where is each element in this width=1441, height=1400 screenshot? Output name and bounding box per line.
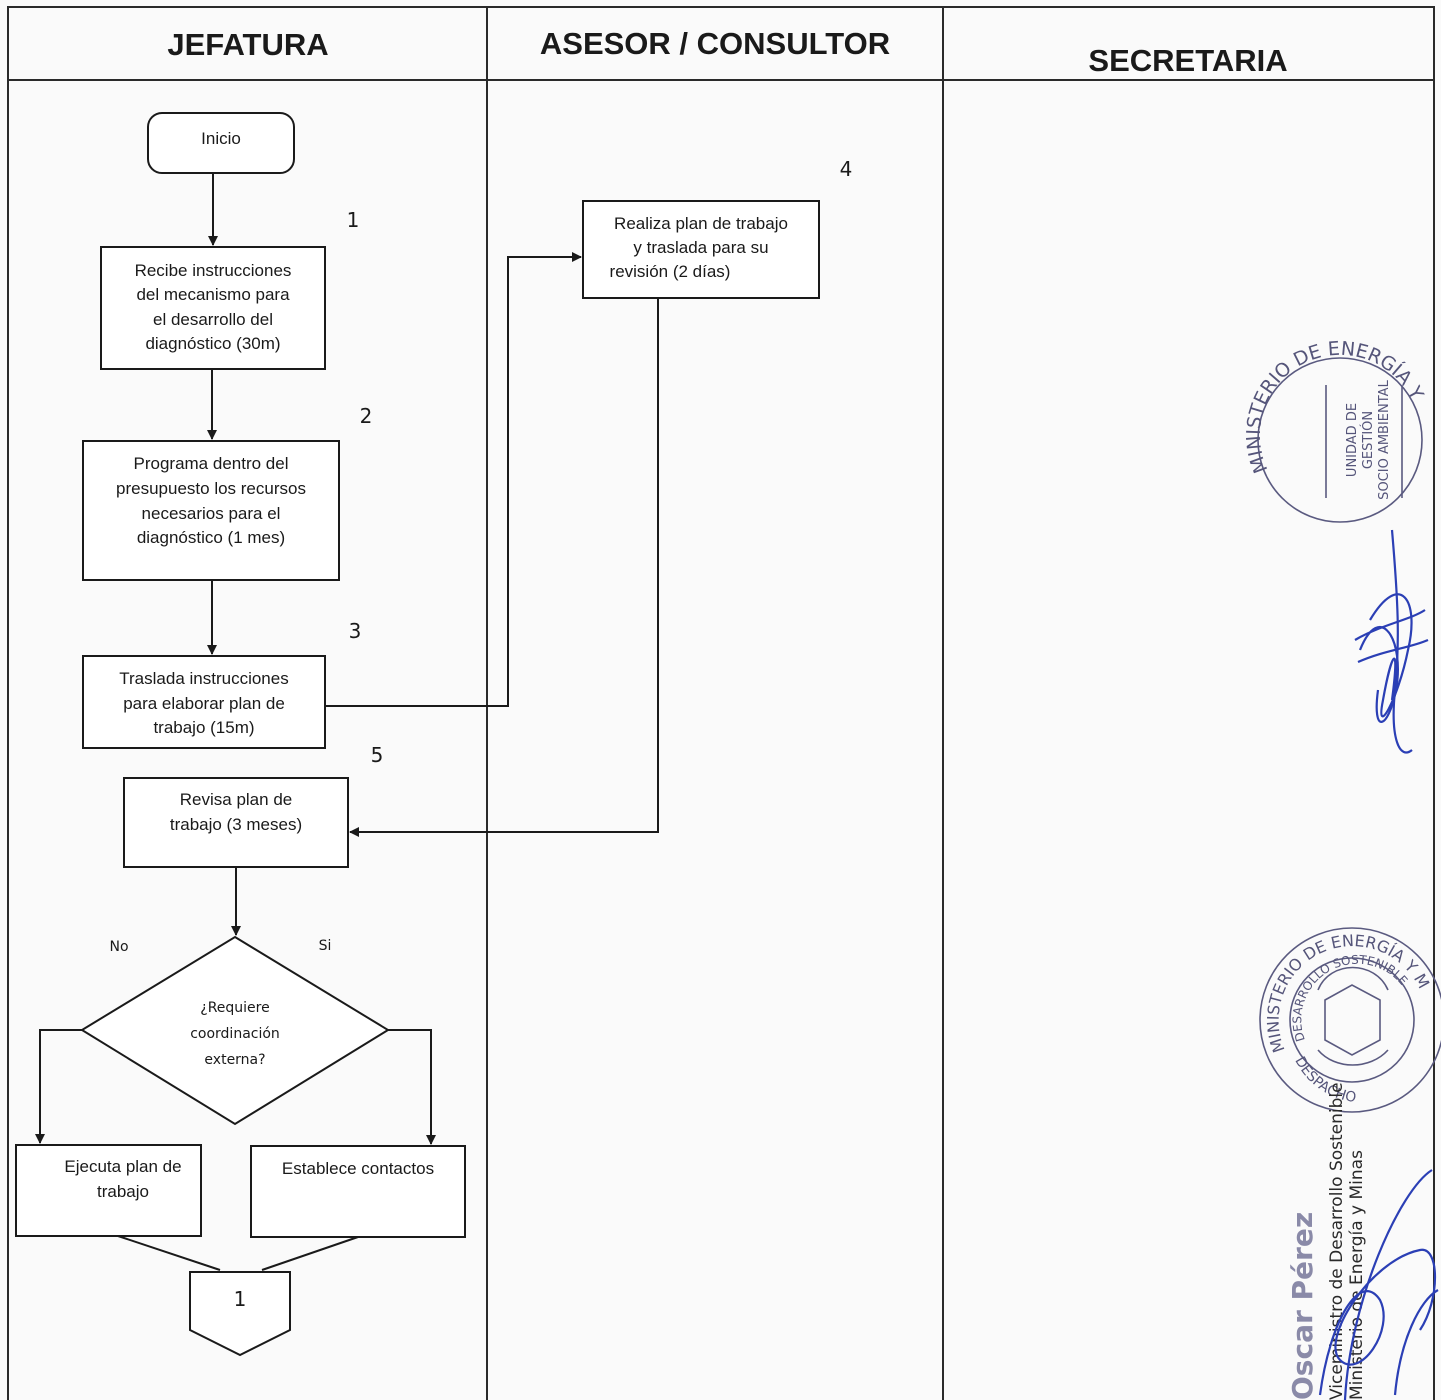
revisa-line-1: Revisa plan de bbox=[180, 790, 292, 809]
traslada-line-1: Traslada instrucciones bbox=[119, 669, 288, 688]
start-label: Inicio bbox=[201, 129, 241, 148]
connector-label: 1 bbox=[234, 1287, 247, 1311]
realiza-line-2: y traslada para su bbox=[633, 238, 768, 257]
ejecuta-line-1: Ejecuta plan de bbox=[64, 1157, 181, 1176]
line-ejecuta-to-connector bbox=[117, 1235, 221, 1271]
stamp-vice-ring-bottom: DESPACHO bbox=[1291, 1054, 1357, 1106]
stamp-unidad-center-2: GESTIÓN bbox=[1360, 411, 1376, 469]
process-programa-presupuesto: Programa dentro del presupuesto los recu… bbox=[82, 440, 340, 581]
step-number-3: 3 bbox=[349, 619, 362, 643]
process-traslada-instrucciones: Traslada instrucciones para elaborar pla… bbox=[82, 655, 326, 749]
handwritten-signature bbox=[1318, 1169, 1439, 1400]
lane-header-secretaria: SECRETARIA bbox=[1088, 43, 1287, 78]
stamp-unidad-center-3: SOCIO AMBIENTAL bbox=[1377, 379, 1392, 499]
decision-line-2: coordinación bbox=[190, 1026, 280, 1042]
start-node: Inicio bbox=[147, 112, 295, 174]
arrow-decision-no bbox=[35, 1029, 82, 1144]
traslada-line-3: trabajo (15m) bbox=[153, 718, 254, 737]
decision-line-1: ¿Requiere bbox=[200, 1000, 269, 1016]
recibe-line-4: diagnóstico (30m) bbox=[145, 334, 280, 353]
swimlane-grid bbox=[7, 6, 1435, 1400]
programa-line-1: Programa dentro del bbox=[134, 454, 289, 473]
decision-coordinacion-externa: ¿Requiere coordinación externa? bbox=[80, 935, 390, 1126]
lane-header-asesor: ASESOR / CONSULTOR bbox=[540, 26, 890, 61]
step-number-4: 4 bbox=[840, 157, 853, 181]
programa-line-2: presupuesto los recursos bbox=[116, 479, 306, 498]
realiza-line-3: revisión (2 días) bbox=[610, 262, 731, 281]
offpage-connector: 1 bbox=[189, 1271, 291, 1357]
process-recibe-instrucciones: Recibe instrucciones del mecanismo para … bbox=[100, 246, 326, 370]
process-ejecuta-plan: Ejecuta plan de trabajo bbox=[15, 1144, 202, 1237]
programa-line-3: necesarios para el bbox=[142, 504, 281, 523]
recibe-line-2: del mecanismo para bbox=[136, 285, 290, 304]
step-number-2: 2 bbox=[360, 404, 373, 428]
stamp-vice-ring-inner: DESARROLLO SOSTENIBLE bbox=[1290, 953, 1410, 1044]
lane-header-jefatura: JEFATURA bbox=[167, 27, 328, 62]
process-revisa-plan: Revisa plan de trabajo (3 meses) bbox=[123, 777, 349, 868]
step-number-1: 1 bbox=[347, 208, 360, 232]
arrow-traslada-to-realiza bbox=[325, 252, 582, 707]
handwritten-initials-signature bbox=[1354, 529, 1429, 754]
stamp-unidad-center-1: UNIDAD DE bbox=[1345, 403, 1360, 477]
arrow-decision-si bbox=[388, 1029, 436, 1145]
line-establece-to-connector bbox=[261, 1236, 359, 1271]
signature-block: Oscar Pérez Viceministro de Desarrollo S… bbox=[1286, 1082, 1367, 1400]
traslada-line-2: para elaborar plan de bbox=[123, 694, 285, 713]
establece-label: Establece contactos bbox=[282, 1159, 434, 1178]
revisa-line-2: trabajo (3 meses) bbox=[170, 815, 302, 834]
step-number-5: 5 bbox=[371, 743, 384, 767]
signature-name: Oscar Pérez bbox=[1286, 1212, 1319, 1400]
recibe-line-1: Recibe instrucciones bbox=[135, 261, 292, 280]
ejecuta-line-2: trabajo bbox=[97, 1182, 149, 1201]
arrow-realiza-to-revisa bbox=[349, 298, 659, 837]
decision-line-3: externa? bbox=[204, 1052, 265, 1068]
process-realiza-plan: Realiza plan de trabajo y traslada para … bbox=[582, 200, 820, 299]
process-establece-contactos: Establece contactos bbox=[250, 1145, 466, 1238]
realiza-line-1: Realiza plan de trabajo bbox=[614, 214, 788, 233]
branch-label-no: No bbox=[109, 939, 128, 955]
recibe-line-3: el desarrollo del bbox=[153, 310, 273, 329]
programa-line-4: diagnóstico (1 mes) bbox=[137, 528, 285, 547]
flow-arrows bbox=[35, 173, 659, 1271]
signature-line-2: Ministerio de Energía y Minas bbox=[1347, 1150, 1367, 1400]
branch-label-si: Si bbox=[319, 938, 332, 954]
